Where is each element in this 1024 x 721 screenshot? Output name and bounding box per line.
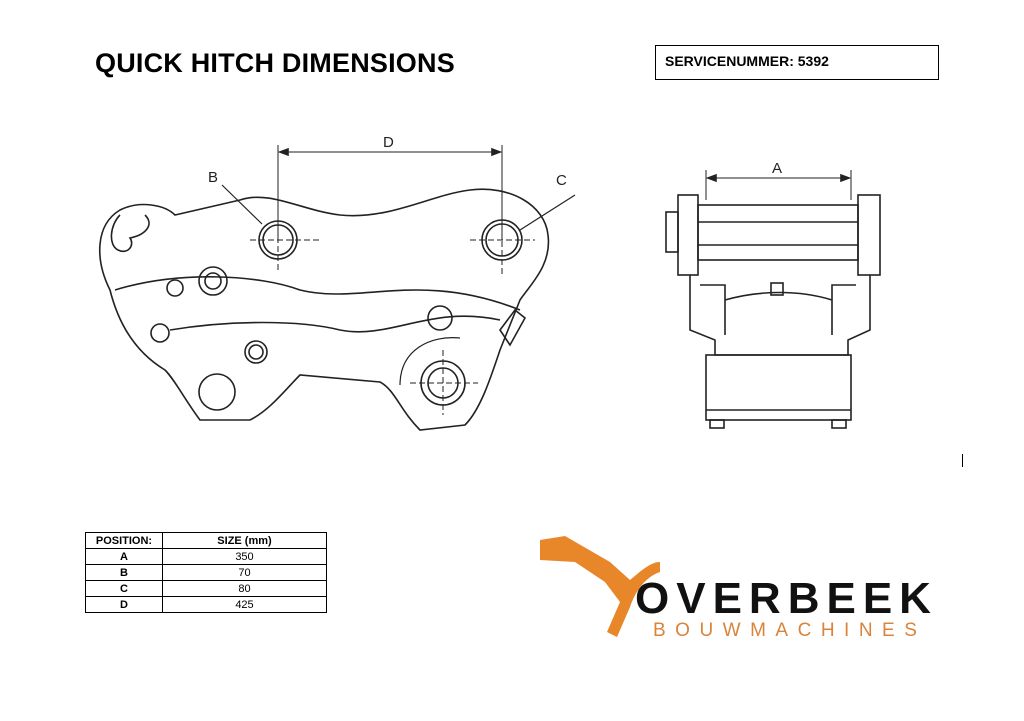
service-number-box: SERVICENUMMER: 5392 [655, 45, 939, 80]
table-header-row: POSITION: SIZE (mm) [85, 532, 327, 549]
size-cell: 70 [162, 564, 327, 581]
overbeek-logo: OVERBEEK BOUWMACHINES [535, 532, 935, 642]
position-cell: A [85, 548, 163, 565]
position-cell: C [85, 580, 163, 597]
size-cell: 350 [162, 548, 327, 565]
front-view: A [665, 160, 881, 429]
page-title: QUICK HITCH DIMENSIONS [95, 48, 455, 78]
text-cursor [962, 454, 963, 467]
label-b: B [208, 169, 218, 186]
excavator-arm-icon [540, 536, 660, 637]
label-d: D [383, 134, 394, 151]
label-c: C [556, 172, 567, 189]
header-position: POSITION: [85, 532, 163, 549]
size-cell: 80 [162, 580, 327, 597]
header-size: SIZE (mm) [162, 532, 327, 549]
position-cell: B [85, 564, 163, 581]
logo-name: OVERBEEK [635, 574, 938, 623]
logo-subtitle: BOUWMACHINES [653, 620, 927, 641]
position-cell: D [85, 596, 163, 613]
label-a: A [772, 160, 782, 177]
size-cell: 425 [162, 596, 327, 613]
side-view: D B C [99, 134, 576, 431]
